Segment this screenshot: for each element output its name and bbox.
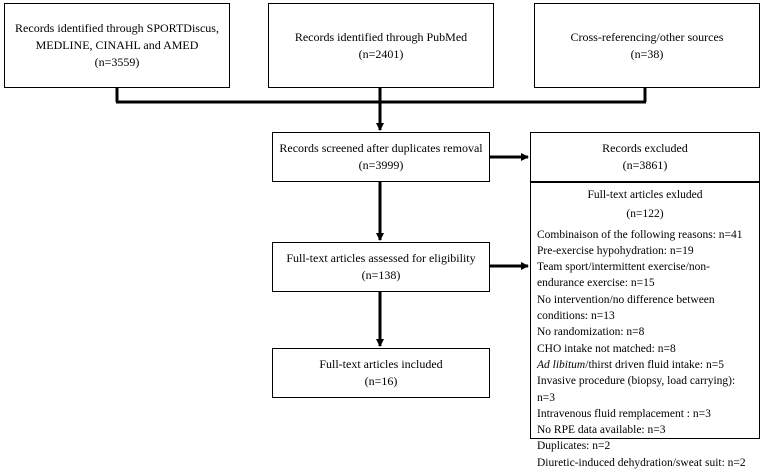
box-screened: Records screened after duplicates remova… [272, 132, 490, 182]
box-assessed-count: (n=138) [361, 268, 401, 282]
box-sportdiscus: Records identified through SPORTDiscus, … [4, 3, 230, 88]
box-sportdiscus-count: (n=3559) [94, 55, 140, 69]
box-sportdiscus-line2: MEDLINE, CINAHL and AMED [35, 38, 199, 52]
fulltext-excluded-title: Full-text articles exluded [587, 189, 703, 201]
box-crossref: Cross-referencing/other sources (n=38) [534, 3, 760, 88]
box-screened-line1: Records screened after duplicates remova… [279, 141, 483, 155]
box-pubmed-count: (n=2401) [358, 46, 404, 61]
exclusion-reason: No RPE data available: n=3 [537, 424, 666, 437]
exclusion-reason: CHO intake not matched: n=8 [537, 342, 676, 355]
box-screened-count: (n=3999) [358, 158, 404, 172]
exclusion-reason: Duplicates: n=2 [537, 440, 611, 453]
box-excluded: Records excluded (n=3861) [530, 132, 760, 182]
box-excluded-line1: Records excluded [602, 141, 688, 155]
box-included-count: (n=16) [364, 374, 398, 388]
exclusion-reason: Intravenous fluid remplacement : n=3 [537, 407, 711, 420]
box-pubmed-line1: Records identified through PubMed [294, 29, 468, 44]
box-assessed: Full-text articles assessed for eligibil… [272, 242, 490, 292]
exclusion-reason: Diuretic-induced dehydration/sweat suit:… [537, 456, 746, 469]
fulltext-excluded-count: (n=122) [626, 208, 664, 221]
box-crossref-line1: Cross-referencing/other sources [570, 29, 724, 44]
exclusion-reason: No randomization: n=8 [537, 326, 645, 339]
box-assessed-line1: Full-text articles assessed for eligibil… [286, 251, 476, 265]
box-excluded-count: (n=3861) [622, 158, 668, 172]
exclusion-reason: Combinaison of the following reasons: n=… [537, 228, 743, 241]
box-fulltext-excluded: Full-text articles exluded (n=122) Combi… [530, 182, 760, 469]
exclusion-reason: Invasive procedure (biopsy, load carryin… [537, 375, 736, 404]
box-pubmed: Records identified through PubMed (n=240… [268, 3, 494, 88]
exclusion-reason: Team sport/intermittent exercise/non-end… [537, 261, 710, 290]
box-crossref-count: (n=38) [630, 46, 664, 61]
box-included-line1: Full-text articles included [319, 357, 443, 371]
exclusion-reason: Ad libitum/thirst driven fluid intake: n… [537, 358, 724, 371]
flow-connectors [115, 88, 647, 347]
box-sportdiscus-line1: Records identified through SPORTDiscus, [15, 21, 219, 35]
box-included: Full-text articles included (n=16) [272, 348, 490, 398]
exclusion-reason: Pre-exercise hypohydration: n=19 [537, 244, 694, 257]
exclusion-reason: No intervention/no difference between co… [537, 293, 715, 323]
exclusion-reasons-list: Combinaison of the following reasons: n=… [537, 227, 753, 471]
